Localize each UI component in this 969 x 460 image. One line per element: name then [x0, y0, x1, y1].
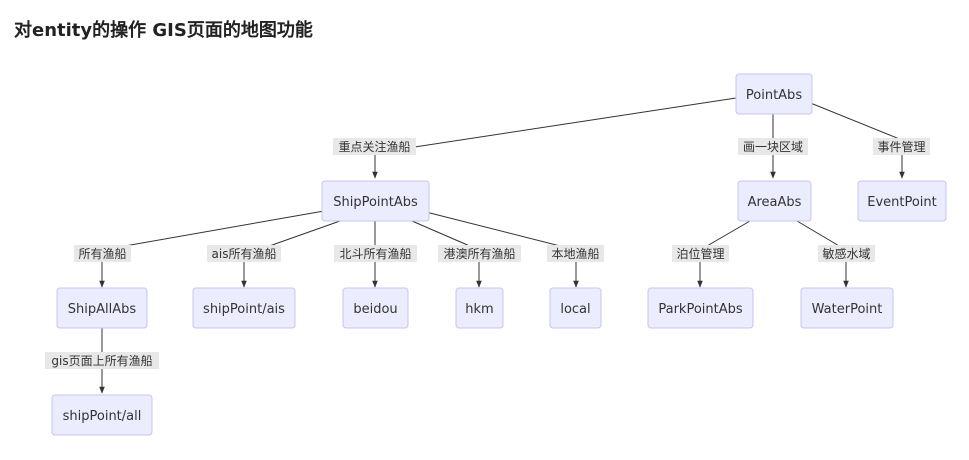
node-eventpoint[interactable]: EventPoint: [857, 180, 947, 222]
svg-text:shipPoint/ais: shipPoint/ais: [203, 302, 285, 317]
svg-text:重点关注渔船: 重点关注渔船: [338, 139, 410, 154]
node-shippoint-ais[interactable]: shipPoint/ais: [192, 287, 296, 329]
edge-label-event-mgmt: 事件管理: [873, 138, 930, 155]
svg-text:ParkPointAbs: ParkPointAbs: [658, 302, 743, 317]
node-parkpointabs[interactable]: ParkPointAbs: [647, 287, 754, 329]
svg-text:WaterPoint: WaterPoint: [812, 302, 883, 317]
svg-text:ais所有渔船: ais所有渔船: [212, 247, 277, 261]
edge-label-berth-mgmt: 泊位管理: [672, 245, 729, 262]
svg-text:北斗所有渔船: 北斗所有渔船: [339, 247, 411, 261]
node-hkm[interactable]: hkm: [455, 287, 504, 329]
node-local[interactable]: local: [549, 287, 602, 329]
edge-label-gis-all-ships: gis页面上所有渔船: [45, 352, 159, 369]
svg-text:beidou: beidou: [353, 302, 397, 317]
svg-text:shipPoint/all: shipPoint/all: [63, 409, 142, 424]
svg-text:AreaAbs: AreaAbs: [748, 195, 802, 210]
svg-text:港澳所有渔船: 港澳所有渔船: [443, 247, 515, 261]
svg-text:泊位管理: 泊位管理: [676, 246, 724, 261]
edge-labels: 重点关注渔船 画一块区域 事件管理 所有渔船 ais所有渔船 北斗所有渔船 港澳…: [45, 138, 930, 369]
edge-label-focus-ships: 重点关注渔船: [333, 138, 416, 155]
svg-text:所有渔船: 所有渔船: [78, 247, 126, 261]
svg-text:gis页面上所有渔船: gis页面上所有渔船: [51, 354, 152, 368]
node-shipallabs[interactable]: ShipAllAbs: [56, 287, 148, 329]
svg-text:本地渔船: 本地渔船: [551, 247, 599, 261]
edge-label-draw-area: 画一块区域: [738, 138, 808, 155]
svg-text:EventPoint: EventPoint: [867, 195, 937, 210]
node-pointabs[interactable]: PointAbs: [735, 73, 813, 115]
page-title: 对entity的操作 GIS页面的地图功能: [14, 20, 313, 41]
node-beidou[interactable]: beidou: [342, 287, 409, 329]
svg-text:ShipAllAbs: ShipAllAbs: [68, 302, 137, 317]
svg-text:事件管理: 事件管理: [877, 139, 925, 154]
edge-label-beidou-all-ships: 北斗所有渔船: [334, 245, 417, 262]
edge-label-hkm-all-ships: 港澳所有渔船: [438, 245, 521, 262]
svg-text:画一块区域: 画一块区域: [743, 140, 803, 154]
svg-text:ShipPointAbs: ShipPointAbs: [333, 195, 418, 210]
node-waterpoint[interactable]: WaterPoint: [800, 287, 894, 329]
svg-text:local: local: [560, 302, 590, 317]
svg-text:PointAbs: PointAbs: [746, 88, 802, 103]
node-shippoint-all[interactable]: shipPoint/all: [51, 394, 153, 436]
nodes: PointAbs ShipPointAbs AreaAbs EventPoint…: [51, 73, 947, 436]
svg-text:hkm: hkm: [465, 302, 493, 317]
edge-label-sensitive-waters: 敏感水域: [818, 245, 875, 262]
node-shippointabs[interactable]: ShipPointAbs: [321, 180, 430, 222]
edge-pointabs-shippointabs: [372, 97, 737, 179]
edge-label-ais-all-ships: ais所有渔船: [207, 245, 281, 262]
edge-label-all-ships: 所有渔船: [74, 245, 131, 262]
svg-text:敏感水域: 敏感水域: [822, 246, 870, 261]
edge-label-local-ships: 本地渔船: [547, 245, 604, 262]
node-areaabs[interactable]: AreaAbs: [737, 180, 812, 222]
